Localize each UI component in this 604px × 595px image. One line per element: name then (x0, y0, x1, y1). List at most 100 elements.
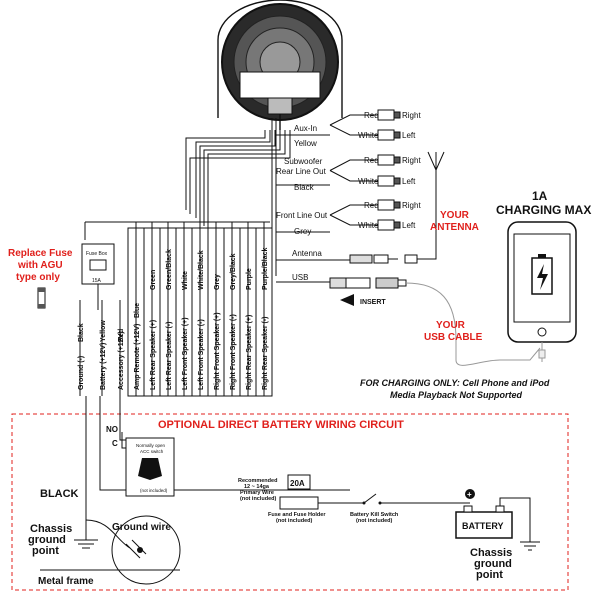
wire-color-label: Grey/Black (230, 253, 237, 290)
harness-trunk (185, 118, 350, 283)
kill-switch-icon (363, 493, 377, 504)
inline-fuse (287, 474, 311, 490)
fuse-box-rating: 15A (92, 278, 102, 284)
rca-front-left: Left (402, 221, 416, 230)
wire-color-label: Green (150, 270, 157, 290)
acc-switch-line3: (not included) (140, 488, 168, 493)
wire-color-label: Green/Black (166, 249, 173, 290)
rca-plugs (329, 109, 401, 231)
wire-function-label: Left Rear Speaker (+) (150, 320, 157, 390)
battery-icon (455, 511, 513, 539)
rca-aux-label: Aux-In (294, 124, 317, 133)
optional-circuit: OPTIONAL DIRECT BATTERY WIRING CIRCUIT N… (11, 396, 569, 591)
rca-tip-icon (393, 131, 401, 139)
insert-label: INSERT (360, 299, 386, 306)
chassis-right-line1: Chassis (470, 547, 512, 559)
rca-tip-icon (393, 201, 401, 209)
rca-tip-icon (393, 221, 401, 229)
rca-front-right: Right (402, 201, 421, 210)
charging-note-line2: Media Playback Not Supported (390, 390, 523, 400)
rca-lead (329, 159, 378, 171)
usb-label: USB (292, 273, 308, 282)
wire-function-label: Amp Remote (+12V) (134, 324, 141, 390)
rca-aux-left: Left (402, 131, 416, 140)
fuse-note: Replace Fuse with AGU type only (8, 248, 73, 309)
chassis-right-line2: ground (474, 558, 512, 570)
wire-note-4: (not included) (240, 496, 277, 502)
fuse-note-line1: Replace Fuse (8, 248, 73, 259)
wire-function-label: Left Rear Speaker (-) (166, 322, 173, 390)
rca-tip-icon (393, 177, 401, 185)
your-usb-line2: USB CABLE (424, 332, 483, 343)
rca-sub-label: Subwoofer (284, 157, 323, 166)
black-label: BLACK (40, 488, 79, 500)
acc-switch-line2: ACC switch (140, 449, 164, 454)
rca-plug-icon (377, 154, 395, 166)
rca-sub-right: Right (402, 156, 421, 165)
wire-label-box (255, 227, 273, 397)
rca-front-label: Front Line Out (276, 211, 328, 220)
rca-tip-icon (393, 111, 401, 119)
wire-function-label: Right Rear Speaker (-) (262, 316, 269, 390)
wire-color-label: Purple/Black (262, 247, 269, 290)
chassis-right-line3: point (476, 569, 503, 581)
chassis-left-line2: ground (28, 534, 66, 546)
fuse-holder-line1: Fuse and Fuse Holder (268, 512, 326, 518)
kill-switch-line1: Battery Kill Switch (350, 512, 399, 518)
optional-title: OPTIONAL DIRECT BATTERY WIRING CIRCUIT (158, 419, 404, 431)
switch-c-label: C (112, 439, 118, 448)
fuse-box-title: Fuse Box (86, 251, 108, 257)
ground-wire-label: Ground wire (112, 522, 171, 533)
svg-text:+: + (467, 490, 472, 499)
your-usb-line1: YOUR (436, 320, 466, 331)
rca-aux-color: Yellow (294, 139, 317, 148)
wire-function-label: Left Front Speaker (-) (198, 319, 205, 390)
rca-tip-icon (393, 156, 401, 164)
wire-color-label: Purple (246, 268, 253, 290)
wire-color-label: White/Black (198, 250, 205, 290)
your-antenna-line2: ANTENNA (430, 222, 479, 233)
wire-function-label: Accessory (+12V) (118, 331, 125, 390)
rca-aux-right: Right (402, 111, 421, 120)
switch-no-label: NO (106, 425, 118, 434)
kill-switch-line2: (not included) (356, 518, 393, 524)
wire-color-label: Red (118, 329, 125, 342)
wire-function-label: Ground (-) (78, 356, 85, 390)
rca-lead (329, 204, 378, 216)
charging-current: 1A (532, 189, 548, 203)
antenna-connection: Antenna YOUR ANTENNA (292, 151, 479, 264)
ground-screw-icon (125, 539, 147, 559)
usb-plug-icon (375, 277, 399, 289)
acc-switch-line1: Normally open (136, 443, 166, 448)
acc-switch-icon (138, 458, 162, 480)
chassis-left-line1: Chassis (30, 523, 72, 535)
wire-color-label: Blue (134, 303, 141, 318)
rca-plug-icon (377, 129, 395, 141)
chassis-left-line3: point (32, 545, 59, 557)
rca-plug-icon (377, 175, 395, 187)
your-antenna-line1: YOUR (440, 210, 470, 221)
wire-function-label: Right Front Speaker (+) (214, 312, 221, 390)
phone-illustration: 1A CHARGING MAX (496, 189, 591, 362)
rca-outputs: Aux-In Yellow Red White Right Left Subwo… (276, 111, 421, 236)
rca-sub-left: Left (402, 177, 416, 186)
insert-arrow-icon (340, 294, 354, 306)
usb-socket (345, 277, 371, 289)
stereo-unit (217, 0, 343, 130)
wire-note-3: Primary Wire (240, 490, 274, 496)
wire-note-1: Recommended (238, 478, 277, 484)
fuse-note-line2: with AGU (17, 260, 63, 271)
wire-color-label: Yellow (100, 320, 107, 342)
plus-terminal-icon (465, 489, 475, 499)
rca-front-color: Grey (294, 227, 311, 236)
rca-sub-color: Black (294, 183, 315, 192)
ground-detail-circle (111, 515, 181, 585)
rca-plug-icon (377, 199, 395, 211)
rca-lead (329, 170, 378, 182)
wire-color-label: White (182, 271, 189, 290)
fuse-holder-line2: (not included) (276, 518, 313, 524)
antenna-label: Antenna (292, 249, 322, 258)
rca-lead (329, 214, 378, 226)
